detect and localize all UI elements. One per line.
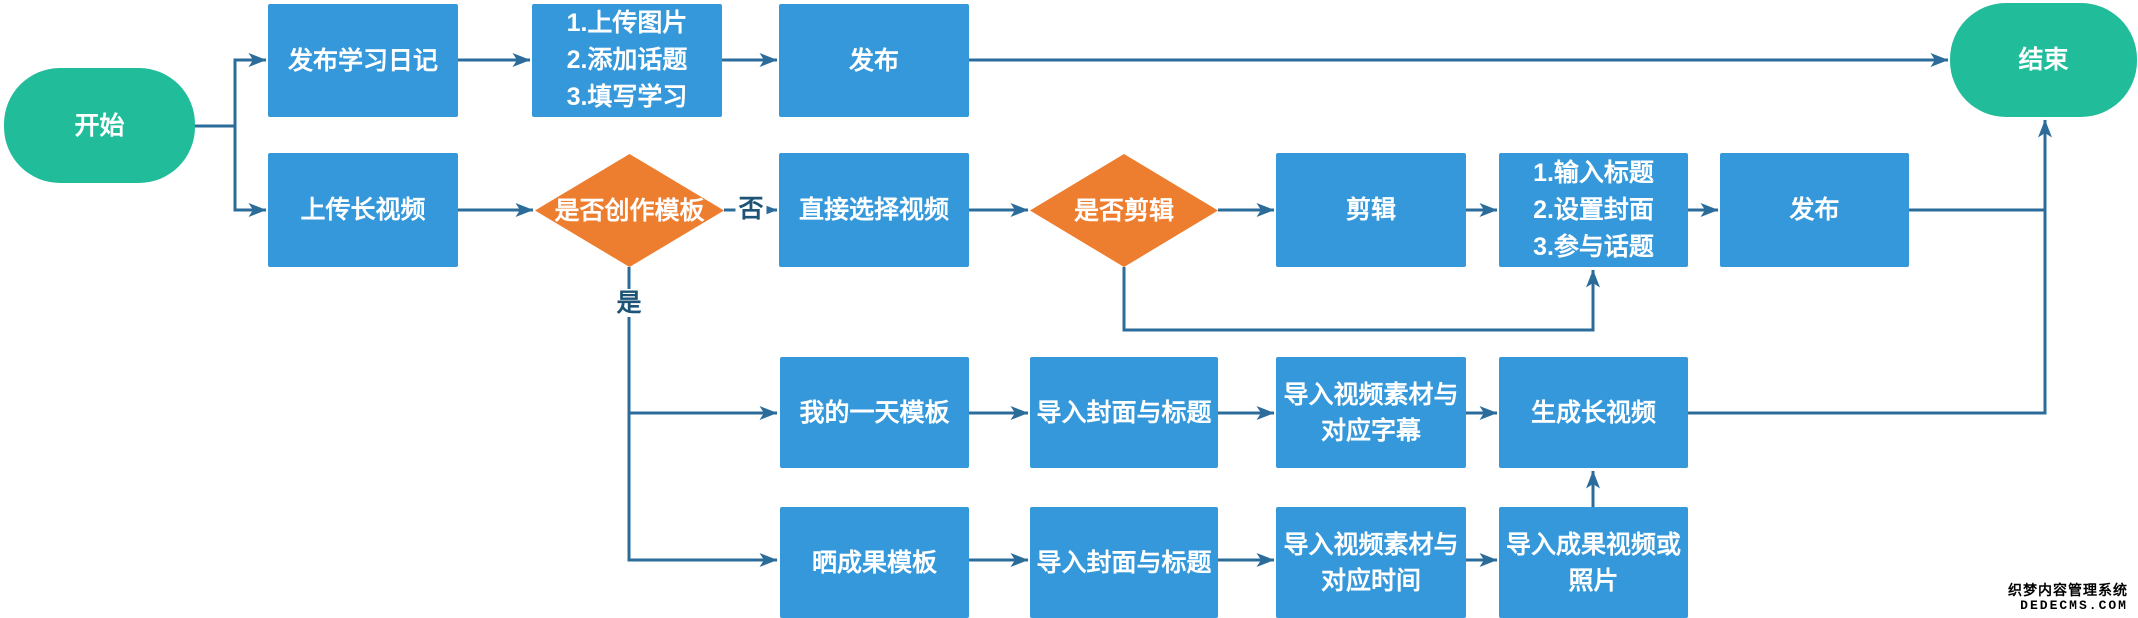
edge-label-no: 否 <box>735 195 767 223</box>
node-publish-diary-confirm: 发布 <box>779 4 969 117</box>
watermark: 织梦内容管理系统 DEDECMS.COM <box>2008 582 2128 614</box>
node-video-steps: 1.输入标题 2.设置封面 3.参与话题 <box>1499 153 1688 267</box>
node-label: 我的一天模板 <box>799 398 950 427</box>
node-import-material-time: 导入视频素材与 对应时间 <box>1276 507 1466 618</box>
node-label: 发布 <box>1789 196 1840 224</box>
node-label: 上传长视频 <box>300 196 426 224</box>
edge-start-to-upload-video <box>233 126 267 217</box>
edge-decision-edit-skip-loop <box>1122 267 1600 332</box>
node-label: 导入封面与标题 <box>1036 398 1212 427</box>
node-diary-steps: 1.上传图片 2.添加话题 3.填写学习 <box>532 4 722 117</box>
node-upload-long-video: 上传长视频 <box>268 153 458 267</box>
node-label: 结束 <box>2018 46 2069 74</box>
node-label: 开始 <box>74 111 125 140</box>
node-label: 发布 <box>848 46 899 75</box>
node-label: 导入视频素材与 对应字幕 <box>1283 380 1459 445</box>
node-label: 是否剪辑 <box>1073 196 1174 225</box>
node-label: 1.输入标题 2.设置封面 3.参与话题 <box>1533 158 1654 261</box>
node-select-video-directly: 直接选择视频 <box>779 153 969 267</box>
edge-generate-to-end <box>1688 119 2052 415</box>
node-label: 1.上传图片 2.添加话题 3.填写学习 <box>566 9 688 111</box>
node-edit: 剪辑 <box>1276 153 1466 267</box>
node-import-material-subtitles: 导入视频素材与 对应字幕 <box>1276 357 1466 468</box>
node-label: 导入成果视频或 照片 <box>1505 530 1681 595</box>
edge-start-to-publish-diary <box>195 53 267 128</box>
watermark-line1: 织梦内容管理系统 <box>2008 582 2128 598</box>
diamond-shape <box>1030 154 1218 267</box>
node-label: 发布学习日记 <box>287 46 438 75</box>
node-generate-long-video: 生成长视频 <box>1499 357 1688 468</box>
node-label: 剪辑 <box>1345 196 1396 224</box>
node-publish-video: 发布 <box>1720 153 1909 267</box>
diamond-shape <box>535 154 724 267</box>
node-decision-edit: 是否剪辑 <box>1030 154 1218 267</box>
node-label: 是否创作模板 <box>554 196 705 225</box>
edge-decision-yes-branch <box>627 267 778 567</box>
node-import-cover-title-2: 导入封面与标题 <box>1030 507 1218 618</box>
node-label: 晒成果模板 <box>811 548 937 577</box>
node-import-cover-title-1: 导入封面与标题 <box>1030 357 1218 468</box>
node-publish-diary: 发布学习日记 <box>268 4 458 117</box>
edge-label-yes: 是 <box>613 289 645 317</box>
node-show-results-template: 晒成果模板 <box>780 507 969 618</box>
node-end: 结束 <box>1950 3 2137 117</box>
node-label: 导入视频素材与 对应时间 <box>1283 530 1459 595</box>
watermark-line2: DEDECMS.COM <box>2020 598 2128 613</box>
node-label: 导入封面与标题 <box>1036 548 1212 577</box>
node-label: 直接选择视频 <box>798 196 949 224</box>
node-start: 开始 <box>4 68 195 183</box>
node-label: 生成长视频 <box>1530 398 1656 427</box>
node-my-day-template: 我的一天模板 <box>780 357 969 468</box>
node-decision-use-template: 是否创作模板 <box>535 154 724 267</box>
node-import-results-media: 导入成果视频或 照片 <box>1499 507 1688 618</box>
